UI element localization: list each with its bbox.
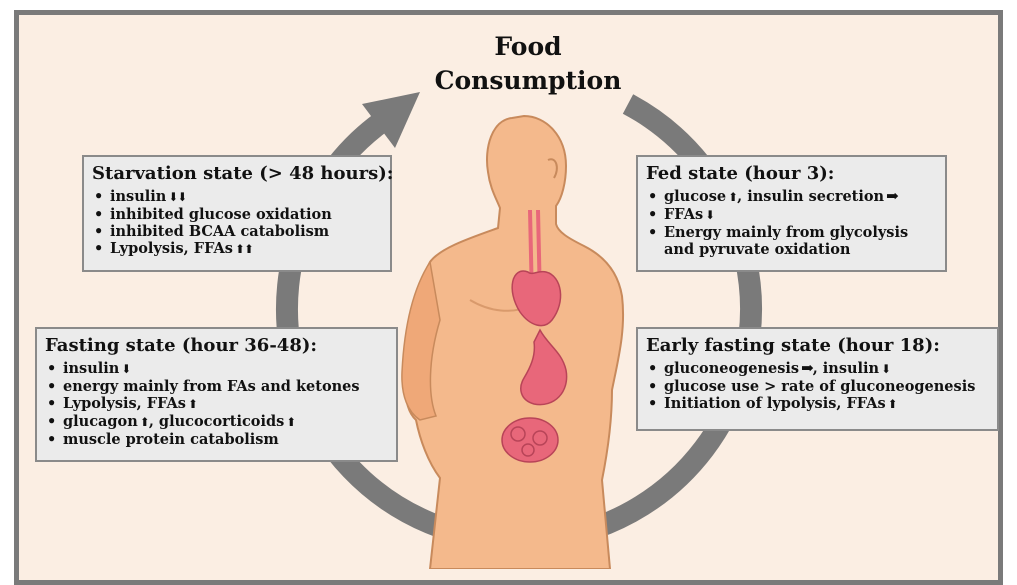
list-item: Energy mainly from glycolysis and pyruva…	[646, 224, 937, 258]
title-line-1: Food	[418, 30, 638, 64]
human-body-figure	[402, 116, 623, 569]
arrow-up-icon: ⬆	[888, 397, 897, 411]
list-item: glucose⬆, insulin secretion➡	[646, 188, 937, 206]
list-item: glucose use > rate of gluconeogenesis	[646, 378, 989, 395]
list-item: inhibited BCAA catabolism	[92, 223, 382, 240]
starvation-state-box: Starvation state (> 48 hours): insulin⬇⬇…	[82, 155, 392, 272]
list-item: glucagon⬆, glucocorticoids⬆	[45, 413, 388, 431]
arrow-down-icon: ⬇⬇	[168, 190, 186, 204]
list-item: FFAs⬇	[646, 206, 937, 224]
early-fasting-state-header: Early fasting state (hour 18):	[646, 335, 989, 357]
arrow-down-icon: ⬇	[705, 208, 714, 222]
arrow-up-icon: ⬆	[728, 190, 737, 204]
early-fasting-state-box: Early fasting state (hour 18): gluconeog…	[636, 327, 999, 431]
list-item: inhibited glucose oxidation	[92, 206, 382, 223]
arrow-down-icon: ⬇	[881, 362, 890, 376]
arrow-up-icon: ⬆	[140, 415, 149, 429]
fasting-state-box: Fasting state (hour 36-48): insulin⬇ ene…	[35, 327, 398, 462]
list-item: insulin⬇	[45, 360, 388, 378]
body-silhouette	[405, 116, 623, 569]
arrow-up-icon: ⬆	[286, 415, 295, 429]
fed-state-box: Fed state (hour 3): glucose⬆, insulin se…	[636, 155, 947, 272]
arrow-down-icon: ⬇	[121, 362, 130, 376]
list-item: Lypolysis, FFAs⬆⬆	[92, 240, 382, 258]
arrow-right-icon: ➡	[886, 187, 898, 205]
diagram-title: Food Consumption	[418, 30, 638, 98]
list-item: Lypolysis, FFAs⬆	[45, 395, 388, 413]
fasting-state-header: Fasting state (hour 36-48):	[45, 335, 388, 357]
arrow-up-icon: ⬆	[188, 397, 197, 411]
arrow-right-icon: ➡	[801, 359, 813, 377]
title-line-2: Consumption	[418, 64, 638, 98]
starvation-state-header: Starvation state (> 48 hours):	[92, 163, 382, 185]
list-item: muscle protein catabolism	[45, 431, 388, 448]
intestines	[502, 418, 558, 462]
list-item: energy mainly from FAs and ketones	[45, 378, 388, 395]
arrow-up-icon: ⬆⬆	[235, 242, 253, 256]
fed-state-header: Fed state (hour 3):	[646, 163, 937, 185]
list-item: Initiation of lypolysis, FFAs⬆	[646, 395, 989, 413]
list-item: insulin⬇⬇	[92, 188, 382, 206]
list-item: gluconeogenesis➡, insulin⬇	[646, 360, 989, 378]
